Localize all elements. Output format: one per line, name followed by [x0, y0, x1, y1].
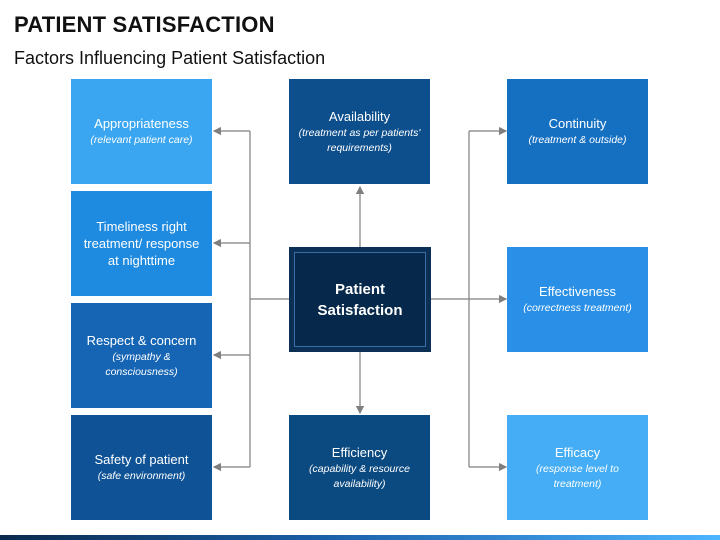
factor-detail: (capability & resource availability) — [309, 462, 410, 490]
factor-label: Timeliness right treatment/ response at … — [83, 219, 200, 268]
factor-detail: (response level to treatment) — [536, 462, 619, 490]
factor-detail: (relevant patient care) — [90, 134, 193, 146]
factor-label: Efficiency — [331, 444, 388, 460]
factor-detail: (sympathy & consciousness) — [105, 350, 178, 378]
factor-label: Appropriateness — [94, 116, 189, 131]
factor-label: Effectiveness — [538, 284, 617, 299]
central-node-patient-satisfaction: Patient Satisfaction — [289, 247, 431, 352]
factor-efficacy: Efficacy (response level to treatment) — [507, 415, 648, 520]
factor-safety: Safety of patient (safe environment) — [71, 415, 212, 520]
page-subtitle: Factors Influencing Patient Satisfaction — [14, 48, 326, 68]
central-node-label: Patient Satisfaction — [294, 252, 426, 347]
factor-availability: Availability (treatment as per patients'… — [289, 79, 430, 184]
factor-timeliness: Timeliness right treatment/ response at … — [71, 191, 212, 296]
page-title: PATIENT SATISFACTION — [14, 12, 275, 37]
footer-gradient-bar — [0, 535, 720, 540]
central-node-line-1: Patient — [334, 280, 385, 298]
factor-detail: (treatment as per patients' requirements… — [298, 126, 421, 154]
factor-detail: (correctness treatment) — [523, 302, 632, 314]
factor-effectiveness: Effectiveness (correctness treatment) — [507, 247, 648, 352]
factor-label: Respect & concern — [86, 332, 197, 348]
factor-efficiency: Efficiency (capability & resource availa… — [289, 415, 430, 520]
factor-detail: (treatment & outside) — [528, 134, 627, 146]
factor-continuity: Continuity (treatment & outside) — [507, 79, 648, 184]
factor-label: Safety of patient — [94, 452, 189, 467]
factor-detail: (safe environment) — [97, 470, 186, 482]
factor-respect: Respect & concern (sympathy & consciousn… — [71, 303, 212, 408]
factor-appropriateness: Appropriateness (relevant patient care) — [71, 79, 212, 184]
factor-label: Efficacy — [554, 444, 601, 460]
factor-label: Continuity — [548, 116, 607, 131]
central-node-line-2: Satisfaction — [317, 301, 403, 319]
factor-label: Availability — [328, 108, 391, 124]
